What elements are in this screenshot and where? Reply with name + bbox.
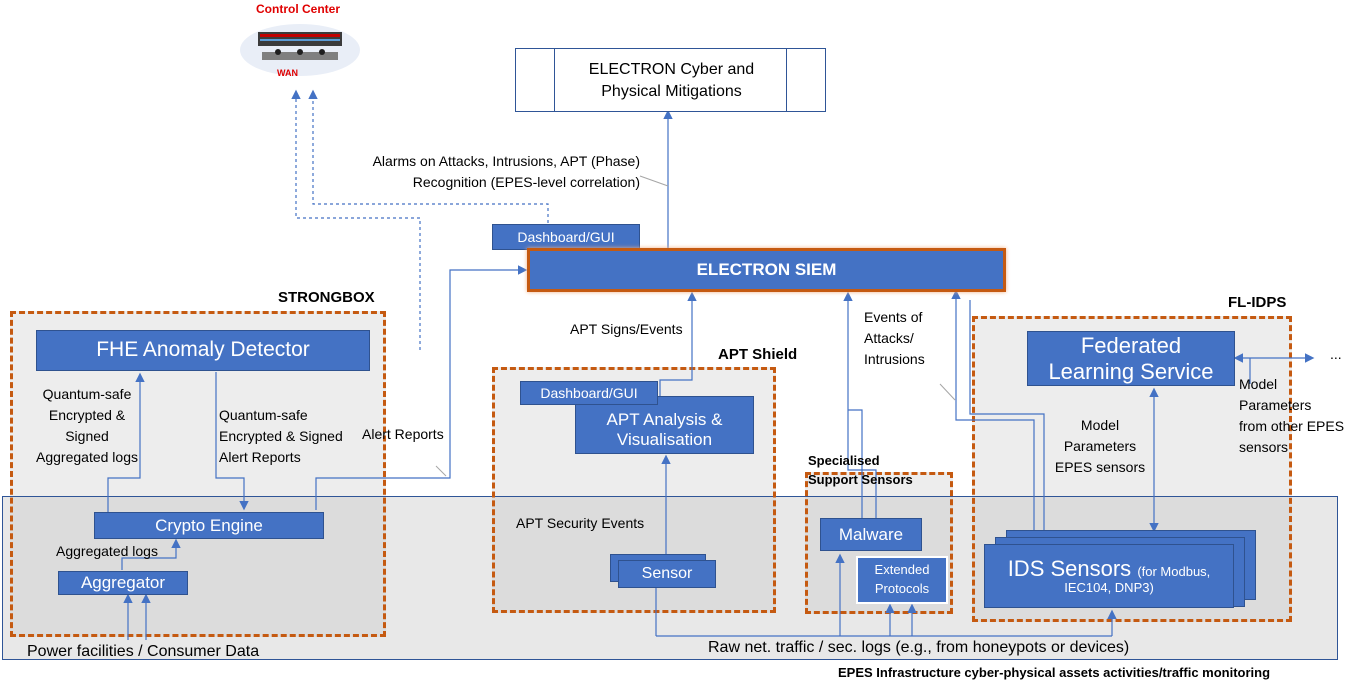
model-other-line2: Parameters [1239, 397, 1312, 413]
apt-shield-border [492, 367, 776, 613]
qs-alerts-label: Quantum-safe Encrypted & Signed Alert Re… [219, 405, 343, 468]
control-room-icon [240, 24, 360, 76]
extended-line1: Extended [874, 562, 930, 578]
extended-line2: Protocols [874, 581, 930, 596]
aggregator[interactable]: Aggregator [58, 571, 188, 595]
alarms-line1: Alarms on Attacks, Intrusions, APT (Phas… [372, 153, 640, 169]
malware-sensor[interactable]: Malware [820, 518, 922, 551]
model-other-label: Model Parameters from other EPES sensors [1239, 374, 1344, 458]
apt-analysis-line2: Visualisation [616, 430, 713, 449]
alarms-label: Alarms on Attacks, Intrusions, APT (Phas… [340, 151, 640, 193]
events-line3: Intrusions [864, 351, 925, 367]
strongbox-border [10, 311, 386, 637]
qs-alerts-line3: Alert Reports [219, 449, 301, 465]
control-center-title: Control Center [256, 2, 340, 16]
ids-sub2: IEC104, DNP3) [1064, 580, 1154, 596]
strongbox-title: STRONGBOX [278, 289, 375, 306]
ids-main: IDS Sensors [1007, 555, 1132, 581]
qs-logs-line1: Quantum-safe [42, 386, 132, 402]
raw-traffic-label: Raw net. traffic / sec. logs (e.g., from… [708, 639, 1130, 656]
qs-logs-label: Quantum-safe Encrypted & Signed Aggregat… [27, 384, 147, 468]
federated-line2: Learning Service [1048, 358, 1214, 384]
model-epes-line3: EPES sensors [1054, 459, 1146, 475]
power-facilities-label: Power facilities / Consumer Data [27, 643, 260, 660]
mitigations-box[interactable]: ELECTRON Cyber and Physical Mitigations [515, 48, 826, 112]
qs-logs-line4: Aggregated logs [36, 449, 138, 465]
qs-alerts-line1: Quantum-safe [219, 407, 308, 423]
model-other-line1: Model [1239, 376, 1278, 392]
control-center-icon [238, 14, 362, 78]
infrastructure-label: EPES Infrastructure cyber-physical asset… [838, 665, 1271, 680]
aggregated-logs-label: Aggregated logs [56, 543, 158, 559]
model-other-line3: from other EPES [1239, 418, 1345, 434]
qs-alerts-line2: Encrypted & Signed [219, 428, 343, 444]
model-epes-line2: Parameters [1063, 438, 1137, 454]
flidps-title: FL-IDPS [1228, 294, 1287, 311]
ids-main-line: IDS Sensors (for Modbus, [1008, 556, 1211, 581]
apt-analysis[interactable]: APT Analysis & Visualisation [575, 396, 754, 454]
flidps-border [972, 316, 1292, 622]
ids-sub1: (for Modbus, [1137, 563, 1211, 579]
model-epes-line1: Model [1080, 417, 1120, 433]
apt-security-events-label: APT Security Events [516, 515, 645, 531]
federated-line1: Federated [1080, 333, 1182, 359]
mitigations-line2: Physical Mitigations [601, 83, 742, 101]
mitigations-left-bar [554, 49, 555, 111]
specialised-title-line2: Support Sensors [808, 471, 913, 487]
fhe-anomaly-detector[interactable]: FHE Anomaly Detector [36, 330, 370, 371]
qs-logs-line3: Signed [65, 428, 109, 444]
federated-learning-service[interactable]: Federated Learning Service [1027, 331, 1235, 386]
ids-sensors[interactable]: IDS Sensors (for Modbus, IEC104, DNP3) [984, 544, 1234, 608]
specialised-border [805, 472, 953, 614]
specialised-title-line1: Specialised [808, 453, 880, 468]
ellipsis-label: ... [1330, 346, 1342, 362]
mitigations-right-bar [786, 49, 787, 111]
mitigations-text: ELECTRON Cyber and Physical Mitigations [516, 59, 827, 104]
alarms-line2: Recognition (EPES-level correlation) [412, 174, 640, 190]
crypto-engine[interactable]: Crypto Engine [94, 512, 324, 539]
mitigations-line1: ELECTRON Cyber and [588, 61, 755, 78]
siem-dashboard-button[interactable]: Dashboard/GUI [492, 224, 640, 250]
model-other-line4: sensors [1239, 439, 1289, 455]
events-line1: Events of [864, 309, 923, 325]
apt-shield-title: APT Shield [718, 346, 798, 363]
apt-signs-label: APT Signs/Events [570, 321, 683, 337]
model-epes-label: Model Parameters EPES sensors [1052, 415, 1148, 478]
qs-logs-line2: Encrypted & [48, 407, 126, 423]
siem-box[interactable]: ELECTRON SIEM [527, 248, 1006, 292]
apt-analysis-line1: APT Analysis & [606, 410, 723, 430]
sensor[interactable]: Sensor [618, 560, 716, 588]
events-line2: Attacks/ [864, 330, 914, 346]
alert-reports-label: Alert Reports [362, 426, 444, 442]
apt-dashboard-button[interactable]: Dashboard/GUI [520, 381, 658, 405]
specialised-title: Specialised Support Sensors [808, 452, 913, 490]
extended-protocols-sensor[interactable]: Extended Protocols [856, 556, 948, 604]
events-label: Events of Attacks/ Intrusions [864, 307, 925, 370]
wan-label: WAN [277, 68, 298, 78]
